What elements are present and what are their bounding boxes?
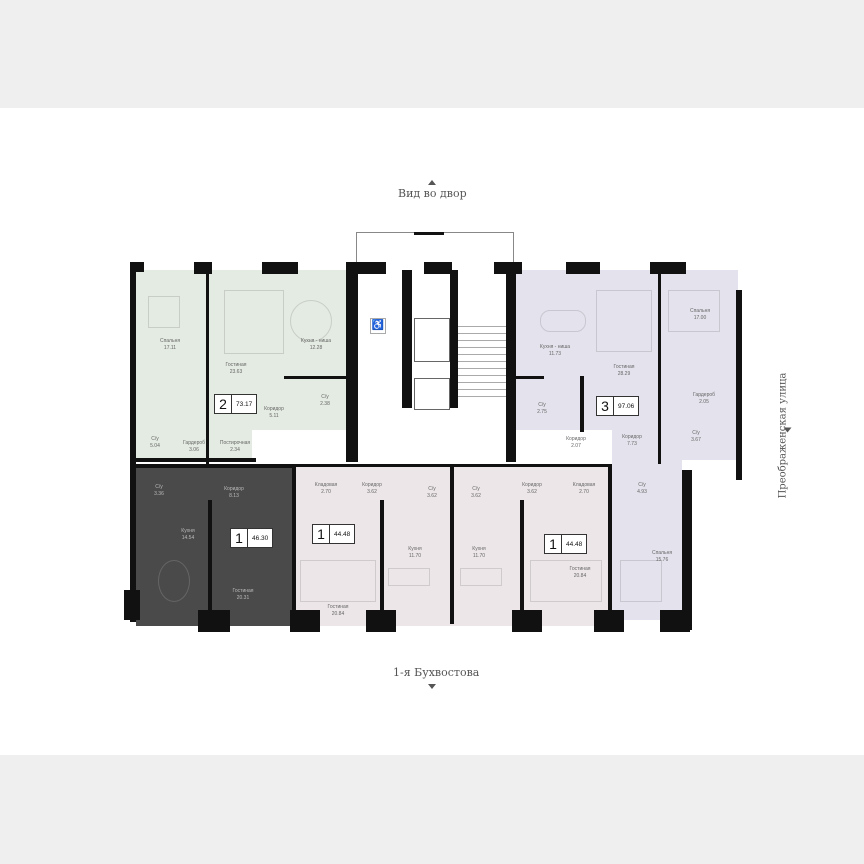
- apartment-area: 46.30: [252, 534, 269, 542]
- common-corridor: [252, 430, 612, 464]
- direction-top-label: Вид во двор: [398, 187, 467, 200]
- rooms-count: 1: [231, 529, 248, 547]
- elevator-2: [414, 378, 450, 410]
- rooms-count: 2: [215, 395, 232, 413]
- apartment-area: 73.17: [236, 400, 253, 408]
- arrow-down-icon: [428, 684, 436, 689]
- apartment-1-a[interactable]: [296, 466, 452, 626]
- rooms-count: 1: [313, 525, 330, 543]
- direction-bottom-label: 1-я Бухвостова: [393, 666, 480, 679]
- rooms-count: 1: [545, 535, 562, 553]
- apartment-area: 97.06: [618, 402, 635, 410]
- staircase: [458, 320, 508, 402]
- accessibility-icon: ♿: [370, 318, 386, 334]
- rooms-count: 3: [597, 397, 614, 415]
- elevator-1: [414, 318, 450, 362]
- apartment-3-wing: [610, 460, 682, 620]
- apartment-3[interactable]: [514, 270, 738, 460]
- apartment-area: 44.48: [334, 530, 351, 538]
- arrow-up-icon: [428, 180, 436, 185]
- apartment-area: 44.48: [566, 540, 583, 548]
